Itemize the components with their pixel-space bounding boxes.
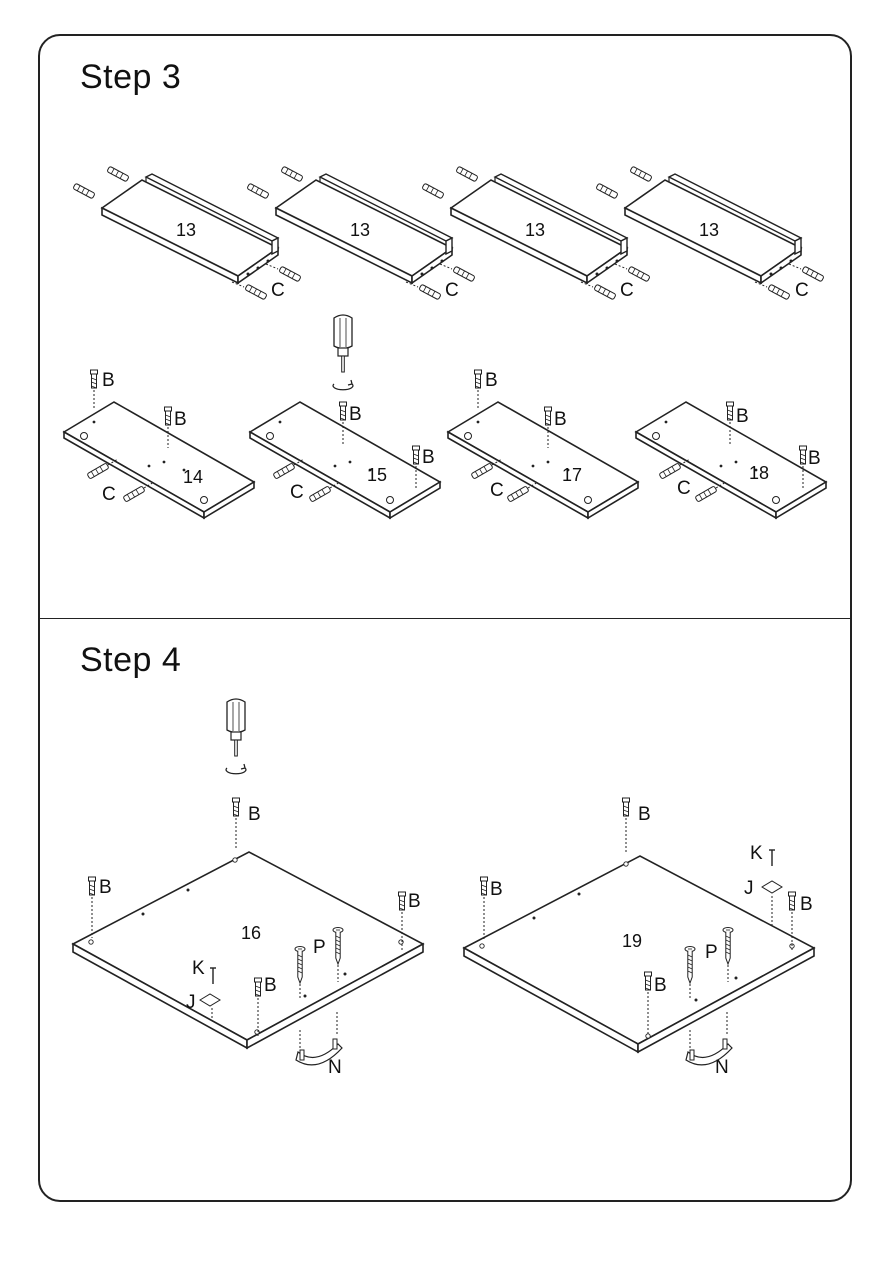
panel-18-dowel-label: C [677, 478, 691, 499]
shelf-2-part-number: 13 [350, 220, 370, 240]
board-19-screw-label: P [705, 942, 718, 963]
panel-17-cam-label-2: B [554, 409, 567, 430]
shelf-4-part-number: 13 [699, 220, 719, 240]
shelf-2: 13 [275, 173, 453, 284]
panel-14-cam-label-2: B [174, 409, 187, 430]
board-16-cam-label-3: B [408, 891, 421, 912]
panel-17-dowel-label: C [490, 480, 504, 501]
shelf-1-part-number: 13 [176, 220, 196, 240]
panel-14-part-number: 14 [183, 467, 203, 487]
shelf-2-dowel-label: C [445, 280, 459, 301]
board-16-plate-label: J [186, 992, 196, 1013]
board-16-cam-label-2: B [99, 877, 112, 898]
board-16-screw-label: P [313, 937, 326, 958]
panel-17 [447, 401, 639, 519]
board-19-cam-label-4: B [654, 975, 667, 996]
panel-18-cam-label-1: B [736, 406, 749, 427]
panel-14 [63, 401, 255, 519]
panel-14-hardware [86, 369, 172, 503]
board-16 [72, 851, 424, 1049]
shelf-4-dowel-label: C [795, 280, 809, 301]
panel-15-cam-label-1: B [349, 404, 362, 425]
step-divider [38, 618, 852, 619]
board-19-cam-label-3: B [800, 894, 813, 915]
panel-15-part-number: 15 [367, 465, 387, 485]
board-19-cam-label-2: B [490, 879, 503, 900]
panel-14-dowel-label: C [102, 484, 116, 505]
panel-18-part-number: 18 [749, 463, 769, 483]
shelf-1-dowel-label: C [271, 280, 285, 301]
board-16-pin-label: K [192, 958, 205, 979]
screwdriver-icon [225, 698, 247, 775]
board-19-handle-label: N [715, 1057, 729, 1078]
shelf-3-dowel-label: C [620, 280, 634, 301]
board-19-part-number: 19 [622, 931, 642, 951]
panel-15-hardware [272, 401, 420, 503]
panel-14-cam-label-1: B [102, 370, 115, 391]
panel-17-part-number: 17 [562, 465, 582, 485]
shelf-3: 13 [450, 173, 628, 284]
board-19-pin-label: K [750, 843, 763, 864]
shelf-1: 13 [101, 173, 279, 284]
shelf-3-part-number: 13 [525, 220, 545, 240]
board-16-cam-label-4: B [264, 975, 277, 996]
board-19-plate-label: J [744, 878, 754, 899]
board-16-hardware [88, 797, 406, 1066]
board-19-hardware [480, 797, 796, 1066]
panel-15-dowel-label: C [290, 482, 304, 503]
panel-18-cam-label-2: B [808, 448, 821, 469]
board-19-cam-label-1: B [638, 804, 651, 825]
board-19 [463, 855, 815, 1053]
step-3-title: Step 3 [80, 58, 182, 96]
shelf-4: 13 [624, 173, 802, 284]
panel-18-hardware [658, 401, 807, 503]
panel-17-hardware [470, 369, 552, 503]
panel-17-cam-label-1: B [485, 370, 498, 391]
board-16-cam-label-1: B [248, 804, 261, 825]
board-16-part-number: 16 [241, 923, 261, 943]
panel-15-cam-label-2: B [422, 447, 435, 468]
step-4-title: Step 4 [80, 641, 182, 679]
screwdriver-icon [332, 314, 354, 391]
board-16-handle-label: N [328, 1057, 342, 1078]
